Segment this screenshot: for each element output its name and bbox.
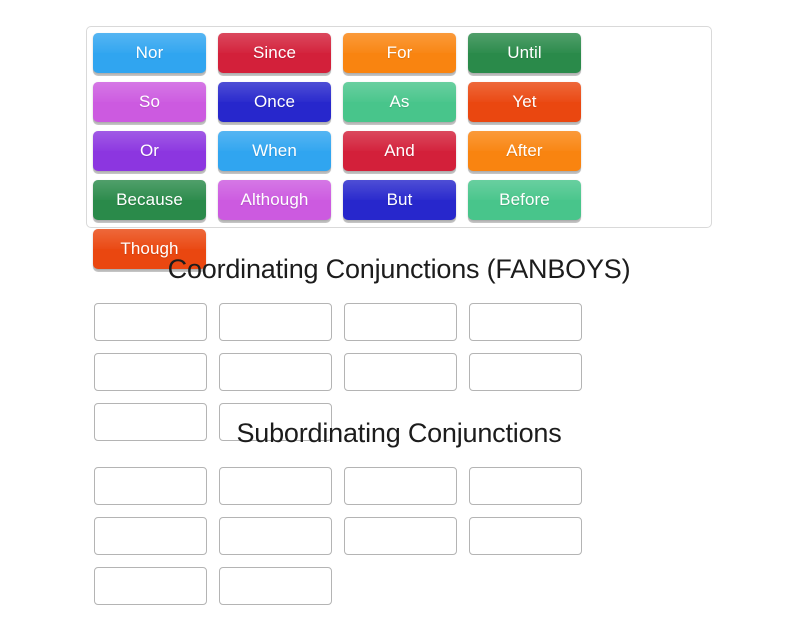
drop-slot[interactable]	[344, 303, 457, 341]
word-tile-label: Once	[253, 92, 296, 111]
word-tile-label: Before	[499, 190, 550, 209]
drop-slot[interactable]	[219, 517, 332, 555]
word-tile-label: Or	[139, 141, 160, 160]
drop-slot-list-coordinating	[86, 303, 712, 453]
word-tile-label: After	[506, 141, 543, 160]
drop-slot[interactable]	[344, 517, 457, 555]
word-tile[interactable]: Nor	[93, 33, 206, 73]
drop-slot[interactable]	[219, 303, 332, 341]
drop-slot-list-subordinating	[86, 467, 712, 617]
drop-slot[interactable]	[219, 353, 332, 391]
drop-slot[interactable]	[219, 403, 332, 441]
word-tile[interactable]: Although	[218, 180, 331, 220]
drop-slot[interactable]	[94, 517, 207, 555]
word-tile[interactable]: When	[218, 131, 331, 171]
word-tile[interactable]: As	[343, 82, 456, 122]
drop-slot[interactable]	[94, 403, 207, 441]
drop-slot[interactable]	[94, 467, 207, 505]
word-tile[interactable]: Until	[468, 33, 581, 73]
word-tile[interactable]: Yet	[468, 82, 581, 122]
group-coordinating-conjunctions: Coordinating Conjunctions (FANBOYS)	[86, 254, 712, 453]
drop-slot[interactable]	[219, 567, 332, 605]
drop-slot[interactable]	[469, 303, 582, 341]
drop-slot[interactable]	[94, 567, 207, 605]
word-tile-label: As	[389, 92, 410, 111]
word-tile[interactable]: Or	[93, 131, 206, 171]
word-tile[interactable]: But	[343, 180, 456, 220]
drop-slot[interactable]	[344, 467, 457, 505]
word-tile[interactable]: Though	[93, 229, 206, 269]
drop-slot[interactable]	[219, 467, 332, 505]
drop-slot[interactable]	[94, 303, 207, 341]
word-tile-label: Yet	[512, 92, 537, 111]
group-title-coordinating: Coordinating Conjunctions (FANBOYS)	[167, 254, 631, 284]
word-tile-label: Because	[116, 190, 183, 209]
word-tile[interactable]: Once	[218, 82, 331, 122]
word-tile[interactable]: Because	[93, 180, 206, 220]
word-tile-label: Although	[240, 190, 309, 209]
word-tile-label: And	[384, 141, 415, 160]
word-tile[interactable]: So	[93, 82, 206, 122]
drop-slot[interactable]	[469, 517, 582, 555]
word-tile-label: For	[386, 43, 413, 62]
group-title-subordinating: Subordinating Conjunctions	[236, 418, 562, 448]
word-tile[interactable]: Before	[468, 180, 581, 220]
word-tile[interactable]: And	[343, 131, 456, 171]
drop-slot[interactable]	[469, 353, 582, 391]
word-tile-label: Until	[507, 43, 542, 62]
word-tile-label: Though	[120, 239, 179, 258]
word-tile[interactable]: After	[468, 131, 581, 171]
drop-slot[interactable]	[469, 467, 582, 505]
word-tile-label: But	[386, 190, 413, 209]
drop-slot[interactable]	[344, 353, 457, 391]
word-tile[interactable]: For	[343, 33, 456, 73]
word-tile[interactable]: Since	[218, 33, 331, 73]
word-tile-label: Nor	[135, 43, 164, 62]
word-tile-label: So	[139, 92, 160, 111]
drop-slot[interactable]	[94, 353, 207, 391]
group-subordinating-conjunctions: Subordinating Conjunctions	[86, 418, 712, 617]
word-tile-label: Since	[252, 43, 297, 62]
word-tile-label: When	[252, 141, 297, 160]
